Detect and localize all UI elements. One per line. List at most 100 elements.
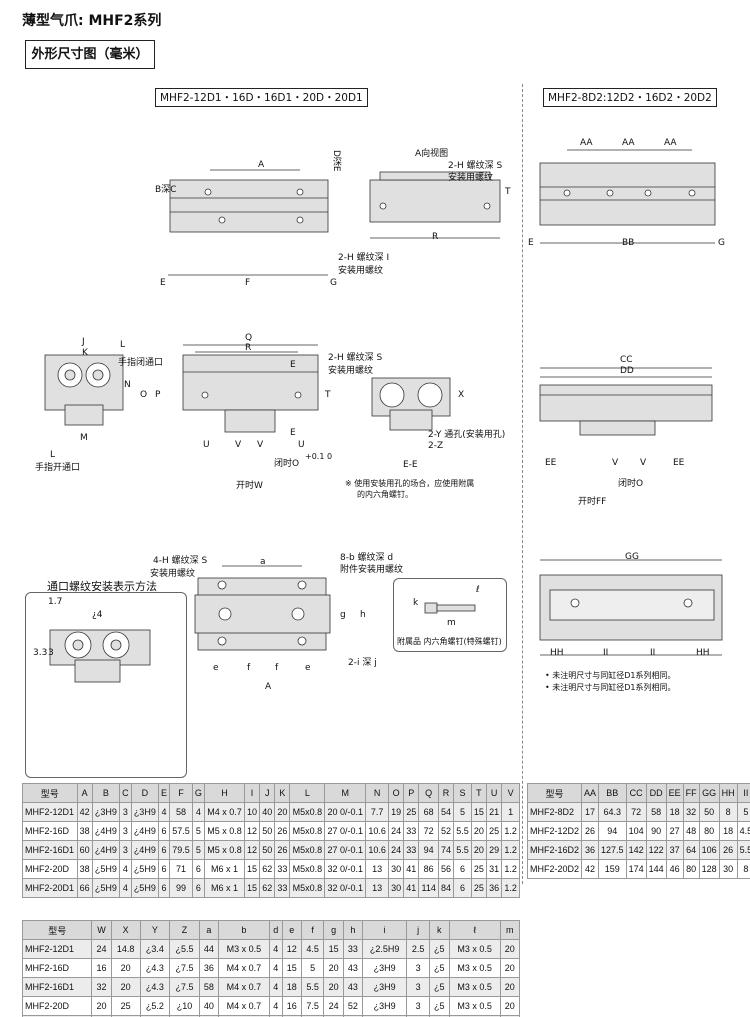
table-cell: 38: [76, 859, 93, 879]
dim-label: T: [325, 390, 331, 400]
table-cell: 4: [268, 958, 283, 978]
table-cell: 58: [645, 802, 667, 822]
column-header: E: [157, 783, 171, 803]
table-cell: 4.5: [736, 821, 750, 841]
column-header: S: [453, 783, 472, 803]
table-cell: ¿4.3: [139, 958, 171, 978]
drawing-top-view: [168, 169, 329, 276]
dim-label: 8-b 螺纹深 d: [340, 553, 394, 563]
table-cell: 64.3: [598, 802, 627, 822]
table-cell: 40: [198, 996, 220, 1016]
table-cell: 122: [645, 840, 667, 860]
dim-label: EE: [545, 458, 557, 468]
table-cell: 20: [499, 958, 521, 978]
table-cell: ¿5H9: [91, 878, 121, 898]
dim-label: f: [247, 663, 251, 673]
dim-label: BB: [622, 238, 635, 248]
model-label-right: MHF2-8D2:12D2・16D2・20D2: [543, 88, 717, 107]
table-cell: 26: [581, 821, 600, 841]
dim-label: U: [298, 440, 305, 450]
table-cell: 46: [665, 859, 684, 879]
table-cell: ¿4H9: [130, 840, 159, 860]
table-cell: MHF2-20D2: [526, 859, 583, 879]
table-cell: 3: [406, 958, 430, 978]
table-cell: 15: [281, 958, 302, 978]
table-cell: M5 x 0.8: [204, 840, 245, 860]
table-cell: 33: [403, 821, 420, 841]
dim-label: Q: [245, 333, 253, 343]
table-cell: 13: [365, 859, 390, 879]
table-cell: 12: [243, 821, 261, 841]
table-cell: 20: [91, 996, 112, 1016]
dim-label: V: [612, 458, 619, 468]
accessory-label: 附属品 内六角螺钉(特殊螺钉): [397, 637, 502, 646]
table-cell: 142: [625, 840, 647, 860]
accessory-box: [393, 578, 507, 652]
dim-label: B深C: [155, 185, 177, 195]
table-cell: M4 x 0.7: [218, 958, 270, 978]
dim-label: 2-Z: [428, 441, 444, 451]
table-cell: 52: [437, 821, 455, 841]
note-text: 的内六角螺钉。: [357, 490, 413, 499]
column-header: e: [281, 920, 302, 940]
table-cell: 6: [157, 878, 171, 898]
table-cell: 94: [598, 821, 627, 841]
column-header: M: [324, 783, 367, 803]
column-header: F: [169, 783, 193, 803]
column-header: f: [300, 920, 325, 940]
table-cell: ¿5H9: [91, 859, 121, 879]
table-cell: ¿4H9: [91, 821, 121, 841]
table-cell: ¿3.4: [139, 939, 171, 959]
table-cell: ¿4H9: [130, 821, 159, 841]
dim-label: 2-H 螺纹深 S: [328, 353, 383, 363]
dim-label: ¿4: [92, 610, 103, 620]
dim-label: 2-H 螺纹深 S: [448, 161, 503, 171]
table-cell: 5.5: [453, 821, 472, 841]
table-cell: 20: [470, 840, 488, 860]
table-cell: 25: [470, 859, 488, 879]
table-cell: MHF2-20D: [22, 859, 78, 879]
table-cell: 26: [274, 840, 291, 860]
table-cell: 6: [191, 859, 206, 879]
table-cell: 7.5: [300, 996, 325, 1016]
table-cell: 20: [470, 821, 488, 841]
table-cell: ¿10: [169, 996, 200, 1016]
column-header: AA: [581, 783, 600, 803]
table-cell: 5: [736, 802, 750, 822]
table-cell: 24: [388, 840, 405, 860]
table-cell: MHF2-16D: [21, 958, 93, 978]
table-cell: 15: [323, 939, 344, 959]
dim-label: 附件安装用螺纹: [340, 565, 404, 575]
dim-label: D深E: [331, 150, 341, 172]
table-cell: M3 x 0.5: [448, 958, 501, 978]
drawing-screw: [424, 602, 476, 614]
column-header: U: [485, 783, 503, 803]
table-cell: ¿5.5: [169, 939, 200, 959]
dim-label: 3.3: [33, 648, 48, 658]
dim-label: 2-Y 通孔(安装用孔): [428, 430, 506, 440]
port-title: 通口螺纹安装表示方法: [47, 580, 157, 593]
table-cell: 6: [191, 878, 206, 898]
dim-label: E-E: [403, 460, 418, 470]
table-cell: 41: [403, 878, 420, 898]
dim-label: h: [360, 610, 366, 620]
table-cell: 4: [268, 939, 283, 959]
table-cell: 12: [281, 939, 302, 959]
table-cell: MHF2-16D2: [526, 840, 583, 860]
table-cell: 30: [718, 859, 738, 879]
table-cell: 64: [682, 840, 700, 860]
table-cell: 2.5: [406, 939, 430, 959]
column-header: BB: [598, 783, 627, 803]
table-cell: MHF2-16D1: [22, 840, 78, 860]
column-header: N: [365, 783, 390, 803]
table-cell: 10.6: [365, 821, 390, 841]
dim-label: V: [257, 440, 264, 450]
dim-label: EE: [673, 458, 685, 468]
column-header: FF: [682, 783, 700, 803]
table-cell: 20 0/-0.1: [324, 802, 367, 822]
table-cell: 32 0/-0.1: [324, 859, 367, 879]
column-header: Z: [169, 920, 200, 940]
